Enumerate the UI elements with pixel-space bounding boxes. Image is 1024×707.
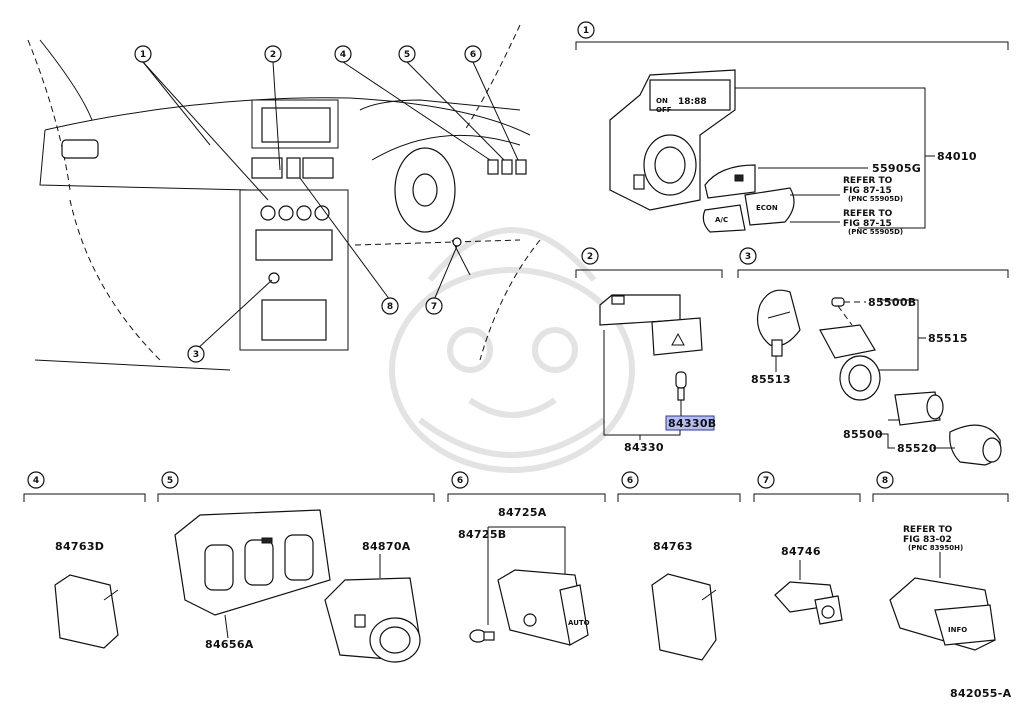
part-85513: 85513	[751, 373, 791, 386]
section-6a-bracket: 6	[447, 471, 606, 502]
svg-text:AUTO: AUTO	[568, 619, 590, 627]
svg-text:1: 1	[140, 50, 146, 60]
climate-control-unit: ON OFF 18:88	[609, 69, 736, 211]
svg-text:A/C: A/C	[715, 216, 728, 224]
part-85520: 85520	[897, 442, 937, 455]
svg-text:2: 2	[587, 252, 593, 262]
svg-text:ON: ON	[656, 97, 668, 105]
section-8-bracket: 8	[872, 471, 1009, 502]
watermark-logo	[389, 227, 635, 473]
svg-text:5: 5	[404, 50, 410, 60]
svg-text:7: 7	[431, 302, 437, 312]
bulb-84330B	[675, 371, 687, 401]
hazard-switch	[599, 294, 703, 356]
callout-3: 3	[187, 345, 205, 363]
svg-text:FIG 87-15: FIG 87-15	[843, 186, 892, 196]
section-5-bracket: 5	[157, 471, 435, 502]
part-84330: 84330	[624, 441, 664, 454]
svg-text:FIG 83-02: FIG 83-02	[903, 535, 952, 545]
part-84763: 84763	[653, 540, 693, 553]
part-84010: 84010	[937, 150, 977, 163]
highlight-84330B	[665, 415, 715, 431]
svg-text:4: 4	[340, 50, 346, 60]
section-2-bracket: 2	[575, 247, 723, 278]
svg-text:8: 8	[387, 302, 393, 312]
callout-1: 1	[134, 45, 152, 63]
section-1-bracket: 1	[575, 21, 1009, 50]
switch-84746	[774, 581, 843, 625]
button-55905G	[704, 164, 756, 199]
part-84763D: 84763D	[55, 540, 104, 553]
dashboard-overview	[27, 24, 541, 371]
svg-text:6: 6	[627, 476, 633, 486]
button-ecn: ECON	[744, 187, 795, 226]
mirror-switch-84870A	[324, 577, 421, 663]
part-84330B: 84330B	[668, 417, 716, 430]
callout-6: 6	[464, 45, 482, 63]
switch-blank-84763D	[54, 574, 119, 649]
switch-blank-84763	[651, 573, 717, 661]
svg-text:REFER TO: REFER TO	[903, 525, 953, 535]
svg-text:ECON: ECON	[756, 204, 778, 212]
svg-text:7: 7	[763, 476, 769, 486]
svg-text:18:88: 18:88	[678, 97, 707, 107]
switch-84725A: AUTO	[497, 569, 590, 646]
svg-text:1: 1	[583, 26, 589, 36]
bulb-85500B	[831, 297, 845, 307]
svg-text:INFO: INFO	[948, 626, 967, 634]
svg-text:OFF: OFF	[656, 106, 672, 114]
svg-text:(PNC 83950H): (PNC 83950H)	[908, 544, 963, 552]
part-84725A: 84725A	[498, 506, 547, 519]
section-4-bracket: 4	[23, 471, 146, 502]
svg-text:3: 3	[193, 350, 199, 360]
callout-7: 7	[425, 297, 443, 315]
refer-note-3: REFER TO FIG 83-02 (PNC 83950H)	[903, 525, 963, 552]
section-6b-bracket: 6	[617, 471, 741, 502]
button-ac: A/C	[702, 204, 746, 233]
info-switch: INFO	[889, 577, 996, 651]
callout-5: 5	[398, 45, 416, 63]
part-55905G: 55905G	[872, 162, 921, 175]
switch-bezel-84656A	[174, 509, 331, 616]
svg-text:4: 4	[33, 476, 39, 486]
svg-text:REFER TO: REFER TO	[843, 209, 893, 219]
part-85515: 85515	[928, 332, 968, 345]
callout-2: 2	[264, 45, 282, 63]
callout-leaders	[142, 61, 519, 351]
svg-text:REFER TO: REFER TO	[843, 176, 893, 186]
svg-text:5: 5	[167, 476, 173, 486]
svg-text:8: 8	[882, 476, 888, 486]
svg-text:6: 6	[470, 50, 476, 60]
part-84725B: 84725B	[458, 528, 506, 541]
refer-note-2: REFER TO FIG 87-15 (PNC 55905D)	[843, 209, 903, 236]
callout-4: 4	[334, 45, 352, 63]
section-7-bracket: 7	[753, 471, 861, 502]
refer-note-1: REFER TO FIG 87-15 (PNC 55905D)	[843, 176, 903, 203]
svg-text:3: 3	[745, 252, 751, 262]
diagram-id: 842055-A	[950, 687, 1012, 700]
svg-text:(PNC 55905D): (PNC 55905D)	[848, 195, 903, 203]
svg-text:6: 6	[457, 476, 463, 486]
part-85500B: 85500B	[868, 296, 916, 309]
part-84870A: 84870A	[362, 540, 411, 553]
lighter-receptacle-85520	[894, 391, 1002, 466]
section-3-bracket: 3	[737, 247, 1009, 278]
part-84656A: 84656A	[205, 638, 254, 651]
part-85500: 85500	[843, 428, 883, 441]
callout-8: 8	[381, 297, 399, 315]
lighter-socket-85515	[819, 324, 881, 401]
svg-text:(PNC 55905D): (PNC 55905D)	[848, 228, 903, 236]
part-84746: 84746	[781, 545, 821, 558]
svg-text:FIG 87-15: FIG 87-15	[843, 219, 892, 229]
clip-84725B	[469, 629, 495, 643]
svg-text:2: 2	[270, 50, 276, 60]
lighter-housing-85513	[757, 289, 801, 357]
